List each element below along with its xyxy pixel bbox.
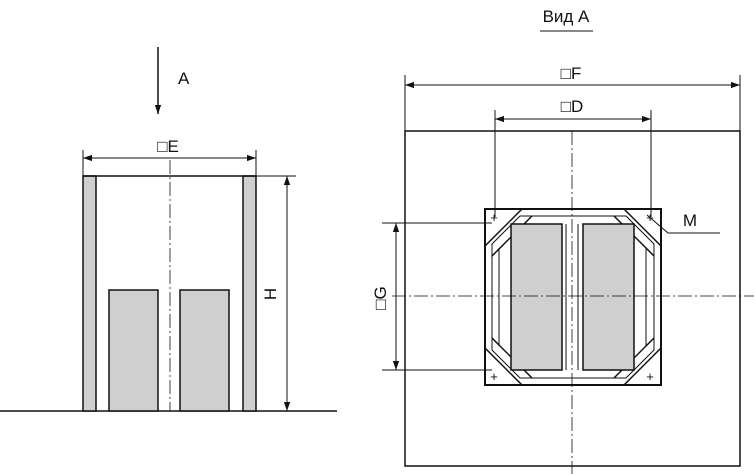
dim-e-label: □E <box>157 137 179 156</box>
right-wall <box>242 175 257 412</box>
view-a: Вид A □F □D <box>371 7 754 474</box>
mounting-hole-bottom-right: + <box>646 369 654 384</box>
side-view: A □E H <box>0 47 337 412</box>
mounting-hole-top-left: + <box>490 210 498 225</box>
view-direction-label: A <box>178 69 190 88</box>
view-a-right-coil <box>582 223 635 371</box>
left-wall <box>82 175 97 412</box>
left-coil <box>108 289 159 412</box>
base-plate <box>404 130 741 467</box>
dim-m-leader <box>646 214 720 234</box>
dim-m-label: M <box>683 211 697 230</box>
view-a-left-coil <box>510 223 563 371</box>
mounting-hole-bottom-left: + <box>490 369 498 384</box>
dim-h-label: H <box>261 288 280 300</box>
dim-g-label: □G <box>371 286 390 310</box>
side-rails <box>498 248 647 346</box>
dim-d-label: □D <box>561 97 584 116</box>
view-a-title: Вид A <box>543 7 590 26</box>
inner-frame-border <box>491 215 655 379</box>
dim-f-label: □F <box>561 64 582 83</box>
right-coil <box>179 289 230 412</box>
inner-frame <box>484 208 662 386</box>
